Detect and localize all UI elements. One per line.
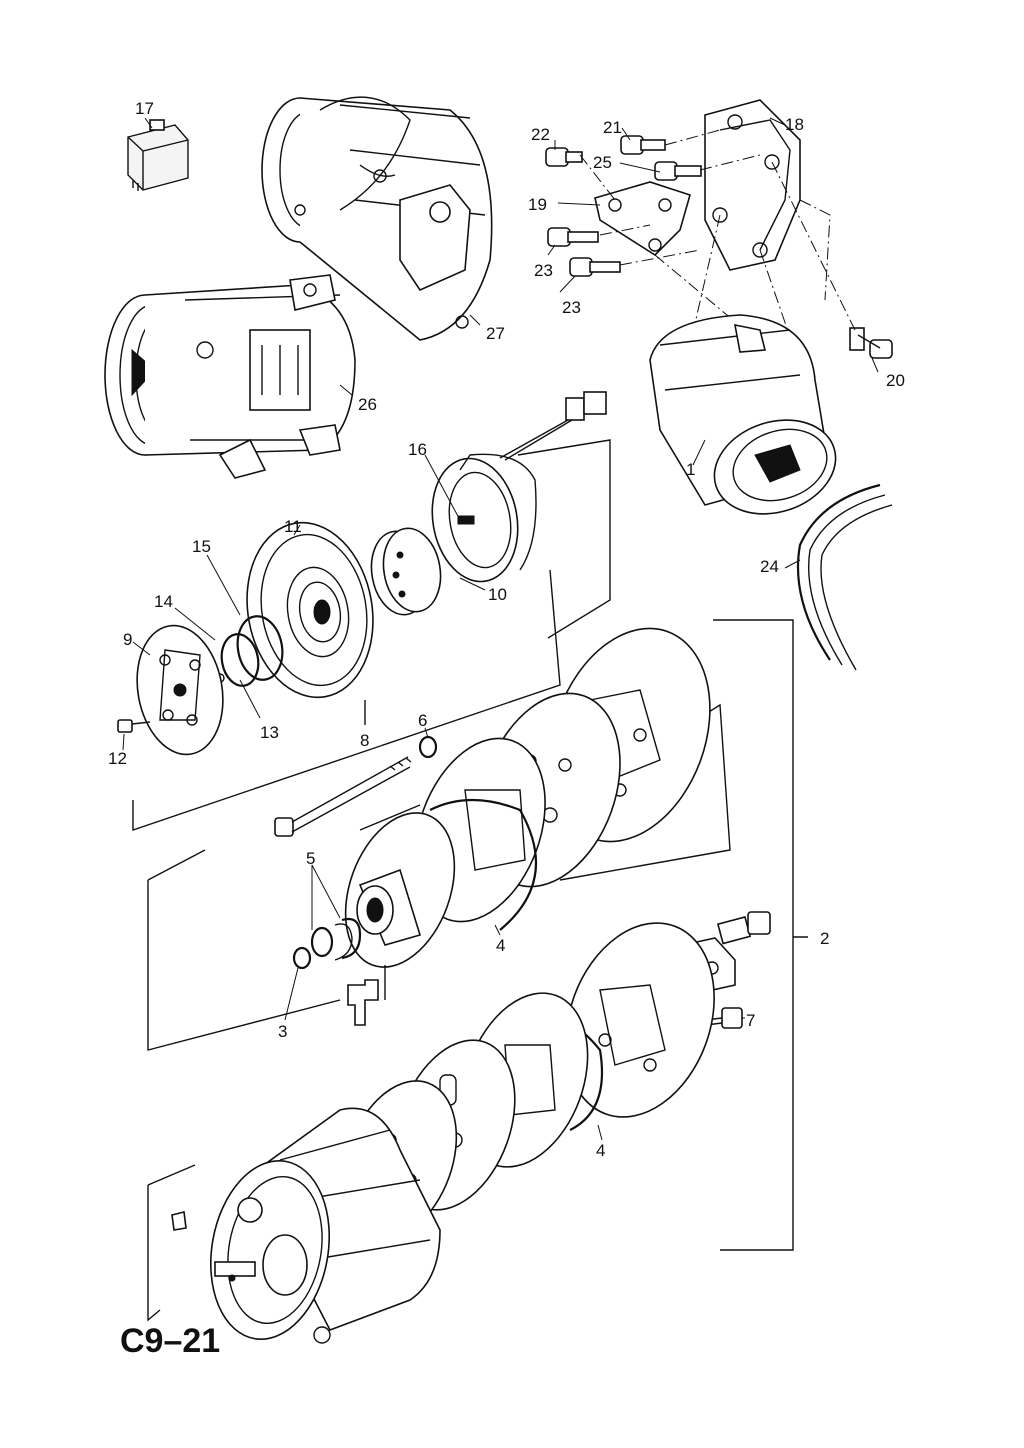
bolt-20 <box>849 327 893 359</box>
callout-27: 27 <box>486 324 505 343</box>
callout-22: 22 <box>531 125 550 144</box>
part-10-bearing <box>370 527 442 616</box>
callout-6: 6 <box>418 711 427 730</box>
callout-labels: 17 27 26 22 21 18 25 19 23 23 20 1 16 11… <box>108 99 905 1160</box>
callout-16: 16 <box>408 440 427 459</box>
callout-12: 12 <box>108 749 127 768</box>
bolt-23b <box>569 257 621 277</box>
callout-25: 25 <box>593 153 612 172</box>
callout-2: 2 <box>820 929 829 948</box>
callout-21: 21 <box>603 118 622 137</box>
part-16-coil-assembly <box>431 391 607 583</box>
callout-18: 18 <box>785 115 804 134</box>
part-12-screw <box>117 719 151 733</box>
group-2-outline <box>713 619 808 1251</box>
part-1-compressor <box>649 314 837 515</box>
callout-1: 1 <box>686 460 695 479</box>
part-24-hose <box>796 483 893 671</box>
group-8-outline <box>132 439 611 831</box>
callout-24: 24 <box>760 557 779 576</box>
bolt-21 <box>620 135 666 155</box>
part-11-pulley <box>246 521 374 699</box>
part-26-compressor <box>104 274 356 479</box>
rear-head-housing <box>344 812 456 968</box>
callout-5: 5 <box>306 849 315 868</box>
part-15-snap-ring <box>236 615 284 681</box>
compressor-body <box>171 1107 441 1344</box>
bolt-23a <box>547 227 599 247</box>
callout-23-lower: 23 <box>562 298 581 317</box>
callout-26: 26 <box>358 395 377 414</box>
part-5-seal <box>310 917 362 961</box>
callout-8: 8 <box>360 731 369 750</box>
callout-9: 9 <box>123 630 132 649</box>
part-27-compressor <box>261 96 493 341</box>
leader-lines <box>122 117 879 1141</box>
front-group <box>147 911 771 1344</box>
callout-13: 13 <box>260 723 279 742</box>
callout-17: 17 <box>135 99 154 118</box>
bolt-22 <box>545 147 583 167</box>
callout-3: 3 <box>278 1022 287 1041</box>
bolt-25 <box>654 161 702 181</box>
callout-19: 19 <box>528 195 547 214</box>
mounting-bracket-group <box>545 99 893 396</box>
callout-4-upper: 4 <box>496 936 505 955</box>
part-3-nut <box>292 946 312 970</box>
callout-7: 7 <box>746 1011 755 1030</box>
callout-23-upper: 23 <box>534 261 553 280</box>
part-17-relay <box>127 119 189 191</box>
through-bolt <box>274 756 412 837</box>
part-6-washer <box>418 735 438 759</box>
part-4-o-ring-upper <box>429 798 538 931</box>
callout-10: 10 <box>488 585 507 604</box>
rear-head-group <box>147 627 731 1051</box>
callout-20: 20 <box>886 371 905 390</box>
part-9-clutch-plate <box>136 624 224 756</box>
callout-11: 11 <box>284 517 302 536</box>
callout-15: 15 <box>192 537 211 556</box>
diagram-reference-code: C9–21 <box>120 1322 220 1360</box>
callout-4-lower: 4 <box>596 1141 605 1160</box>
callout-14: 14 <box>154 592 173 611</box>
key-tool <box>347 979 379 1026</box>
